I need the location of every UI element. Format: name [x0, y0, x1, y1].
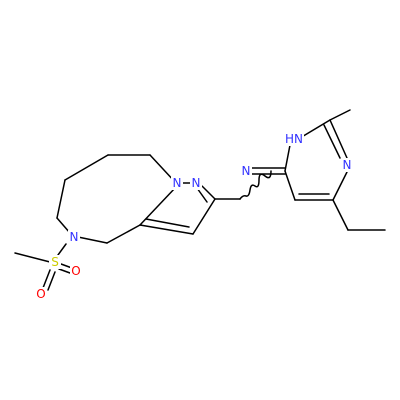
atom-label-layer: N N N N HN N S O O [35, 132, 353, 301]
bond [56, 217, 71, 234]
bond [42, 269, 51, 289]
atom-label-oxygen: O [36, 287, 45, 301]
atom-label-nitrogen: N [192, 176, 201, 190]
bond [139, 186, 177, 226]
bond-layer [14, 109, 386, 291]
atom-label-oxygen: O [71, 264, 80, 278]
bond [332, 171, 348, 201]
bond [196, 187, 208, 203]
bond [106, 224, 141, 244]
bond [323, 124, 341, 159]
bond [201, 185, 216, 200]
wavy-bond [239, 170, 272, 200]
atom-label-nh: HN [285, 132, 303, 146]
bond [299, 119, 331, 139]
bond [192, 198, 216, 235]
bond [145, 218, 190, 228]
bond [58, 268, 71, 274]
atom-label-nitrogen: N [343, 158, 352, 172]
atom-label-nitrogen: N [242, 164, 251, 178]
atom-label-sulfur: S [51, 255, 59, 269]
bond [329, 109, 351, 121]
bond [329, 119, 348, 159]
atom-label-nitrogen: N [70, 230, 79, 244]
bond [14, 252, 51, 263]
bond [284, 170, 296, 201]
bond [77, 236, 108, 244]
bond [47, 271, 56, 291]
bond [332, 199, 349, 231]
bond [139, 224, 194, 235]
bond [56, 179, 66, 219]
bond [64, 154, 109, 181]
atom-label-nitrogen: N [173, 176, 182, 190]
bond [284, 144, 291, 172]
bond [57, 243, 67, 256]
